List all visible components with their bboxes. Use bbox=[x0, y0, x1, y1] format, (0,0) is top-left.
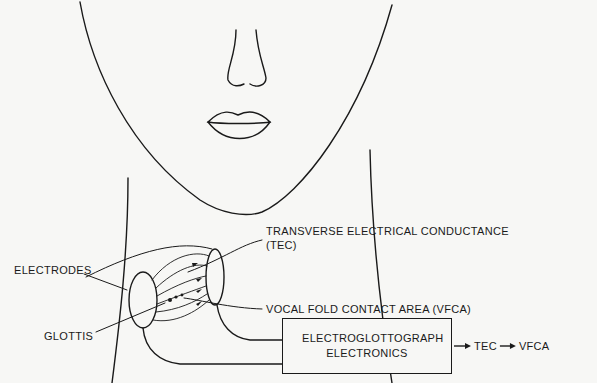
output-row: TEC VFCA bbox=[452, 340, 549, 352]
glottis-mark bbox=[168, 294, 183, 302]
field-lines bbox=[152, 254, 209, 321]
electrode-wire bbox=[143, 328, 282, 364]
output-vfca: VFCA bbox=[519, 340, 550, 352]
electrodes-label: ELECTRODES bbox=[14, 263, 92, 277]
neck-outline bbox=[112, 178, 128, 383]
box-text: ELECTROGLOTTOGRAPH ELECTRONICS bbox=[302, 331, 432, 361]
face-outline bbox=[80, 2, 392, 215]
glottis-label: GLOTTIS bbox=[44, 329, 93, 343]
arrowhead bbox=[510, 343, 516, 349]
arrowhead bbox=[465, 343, 471, 349]
electronics-box: ELECTROGLOTTOGRAPH ELECTRONICS bbox=[282, 318, 452, 374]
lower-lip bbox=[208, 122, 270, 139]
leader-lines bbox=[84, 240, 262, 332]
upper-lip bbox=[208, 112, 270, 123]
conductance-label: TRANSVERSE ELECTRICAL CONDUCTANCE (TEC) bbox=[266, 224, 516, 252]
output-tec: TEC bbox=[474, 340, 497, 352]
nose bbox=[228, 30, 266, 86]
contact-area-label: VOCAL FOLD CONTACT AREA (VFCA) bbox=[266, 302, 471, 316]
